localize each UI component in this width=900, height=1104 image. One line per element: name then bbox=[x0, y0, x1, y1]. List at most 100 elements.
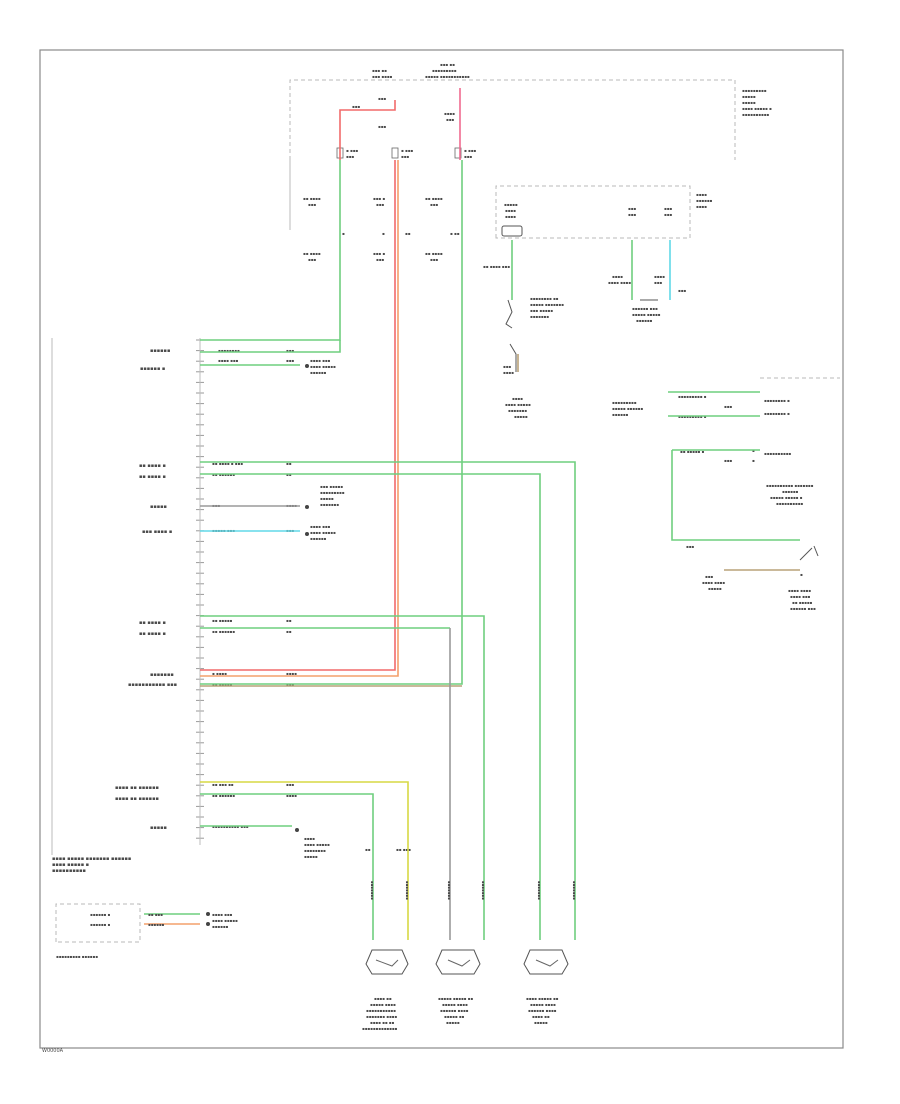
svg-text:▪▪▪▪▪▪▪: ▪▪▪▪▪▪▪ bbox=[536, 881, 541, 900]
svg-text:▪▪▪▪▪▪▪▪▪: ▪▪▪▪▪▪▪▪▪ bbox=[432, 68, 457, 73]
left-front-sensor bbox=[523, 949, 569, 975]
svg-text:▪▪▪▪▪▪▪: ▪▪▪▪▪▪▪ bbox=[530, 314, 549, 319]
svg-text:▪▪ ▪▪▪ ▪▪: ▪▪ ▪▪▪ ▪▪ bbox=[212, 782, 234, 787]
svg-text:▪▪▪▪ ▪▪▪: ▪▪▪▪ ▪▪▪ bbox=[310, 524, 331, 529]
svg-text:▪▪▪▪▪ ▪▪▪▪: ▪▪▪▪▪ ▪▪▪▪ bbox=[370, 1002, 396, 1007]
svg-text:▪▪ ▪▪▪▪: ▪▪ ▪▪▪▪ bbox=[425, 251, 443, 256]
svg-text:▪▪▪▪▪▪: ▪▪▪▪▪▪ bbox=[612, 412, 629, 417]
svg-text:▪▪▪▪▪: ▪▪▪▪▪ bbox=[708, 586, 722, 591]
svg-text:▪▪▪▪▪: ▪▪▪▪▪ bbox=[534, 1020, 548, 1025]
upper-wire-labels: ▪▪ ▪▪▪▪ ▪▪▪ ▪▪▪ ▪ ▪▪▪ ▪▪ ▪▪▪▪ ▪▪▪ ▪▪ ▪▪▪… bbox=[303, 196, 460, 262]
svg-text:▪▪ ▪▪▪: ▪▪ ▪▪▪ bbox=[396, 847, 411, 852]
svg-text:▪▪▪: ▪▪▪ bbox=[446, 117, 454, 122]
svg-text:▪▪▪: ▪▪▪ bbox=[430, 257, 438, 262]
svg-text:▪▪▪▪ ▪▪▪▪: ▪▪▪▪ ▪▪▪▪ bbox=[788, 588, 811, 593]
svg-text:▪▪▪: ▪▪▪ bbox=[352, 104, 360, 109]
svg-text:▪▪: ▪▪ bbox=[286, 461, 292, 466]
svg-text:▪▪▪: ▪▪▪ bbox=[628, 212, 636, 217]
svg-text:▪▪▪: ▪▪▪ bbox=[308, 202, 316, 207]
svg-text:▪▪▪: ▪▪▪ bbox=[664, 206, 672, 211]
svg-text:▪▪▪▪: ▪▪▪▪ bbox=[286, 671, 297, 676]
svg-text:▪▪▪▪ ▪▪▪▪: ▪▪▪▪ ▪▪▪▪ bbox=[702, 580, 725, 585]
svg-text:▪▪▪▪▪: ▪▪▪▪▪ bbox=[320, 496, 334, 501]
svg-text:▪▪▪▪▪▪ ▪: ▪▪▪▪▪▪ ▪ bbox=[140, 366, 165, 372]
svg-text:▪▪▪▪ ▪▪▪: ▪▪▪▪ ▪▪▪ bbox=[212, 912, 233, 917]
svg-text:▪▪▪▪▪▪: ▪▪▪▪▪▪ bbox=[212, 924, 229, 929]
svg-text:▪▪▪▪▪▪▪▪▪▪: ▪▪▪▪▪▪▪▪▪▪ bbox=[742, 112, 769, 117]
svg-text:▪▪▪▪ ▪▪▪▪▪: ▪▪▪▪ ▪▪▪▪▪ bbox=[505, 402, 531, 407]
svg-text:▪▪▪▪▪▪ ▪▪▪▪: ▪▪▪▪▪▪ ▪▪▪▪ bbox=[440, 1008, 469, 1013]
svg-text:▪▪: ▪▪ bbox=[405, 231, 411, 236]
svg-text:▪▪▪▪▪▪▪▪ ▪: ▪▪▪▪▪▪▪▪ ▪ bbox=[764, 398, 790, 403]
svg-text:▪▪ ▪▪▪▪▪▪: ▪▪ ▪▪▪▪▪▪ bbox=[212, 629, 235, 634]
svg-text:▪▪▪▪▪ ▪▪▪▪▪▪▪▪▪▪▪: ▪▪▪▪▪ ▪▪▪▪▪▪▪▪▪▪▪ bbox=[425, 74, 470, 79]
svg-text:▪▪▪ ▪: ▪▪▪ ▪ bbox=[373, 196, 385, 201]
svg-text:▪▪▪▪▪▪ ▪▪▪: ▪▪▪▪▪▪ ▪▪▪ bbox=[790, 606, 816, 611]
svg-text:▪▪▪ ▪▪▪▪▪: ▪▪▪ ▪▪▪▪▪ bbox=[530, 308, 553, 313]
wire-green-cluster-1 bbox=[200, 461, 576, 940]
svg-text:▪▪▪▪▪: ▪▪▪▪▪ bbox=[304, 854, 318, 859]
wire-green-rear bbox=[200, 793, 374, 940]
svg-text:▪▪▪ ▪▪: ▪▪▪ ▪▪ bbox=[372, 68, 387, 73]
svg-text:▪▪▪▪: ▪▪▪▪ bbox=[654, 274, 665, 279]
svg-text:▪▪▪▪ ▪▪▪▪▪ ▪: ▪▪▪▪ ▪▪▪▪▪ ▪ bbox=[52, 862, 89, 868]
svg-text:▪▪▪▪ ▪▪▪▪▪ ▪: ▪▪▪▪ ▪▪▪▪▪ ▪ bbox=[742, 106, 772, 111]
svg-text:▪▪▪▪ ▪▪▪: ▪▪▪▪ ▪▪▪ bbox=[310, 358, 331, 363]
svg-text:▪▪ ▪▪▪▪ ▪ ▪▪▪: ▪▪ ▪▪▪▪ ▪ ▪▪▪ bbox=[212, 461, 243, 466]
svg-text:▪▪▪▪▪▪: ▪▪▪▪▪▪ bbox=[782, 489, 799, 494]
svg-text:▪▪▪▪▪▪▪▪: ▪▪▪▪▪▪▪▪ bbox=[304, 848, 326, 853]
smart-junction-module: ▪▪▪▪▪ ▪▪▪▪ ▪▪▪▪ ▪▪▪▪ ▪▪▪▪▪▪ ▪▪▪▪ ▪▪▪ ▪▪▪… bbox=[483, 185, 713, 419]
svg-text:▪▪ ▪▪▪: ▪▪ ▪▪▪ bbox=[148, 912, 163, 917]
svg-text:▪ ▪▪▪▪: ▪ ▪▪▪▪ bbox=[212, 671, 227, 676]
svg-text:▪▪▪▪▪▪: ▪▪▪▪▪▪ bbox=[636, 318, 653, 323]
svg-text:▪▪▪▪▪▪▪▪▪▪▪▪▪: ▪▪▪▪▪▪▪▪▪▪▪▪▪ bbox=[362, 1026, 398, 1031]
svg-text:▪: ▪ bbox=[382, 231, 385, 236]
svg-text:▪▪▪▪: ▪▪▪▪ bbox=[696, 204, 707, 209]
svg-text:▪▪▪▪▪▪▪: ▪▪▪▪▪▪▪ bbox=[446, 881, 451, 900]
svg-text:▪▪▪▪▪: ▪▪▪▪▪ bbox=[742, 100, 756, 105]
svg-text:▪: ▪ bbox=[342, 231, 345, 236]
svg-text:▪▪▪▪▪: ▪▪▪▪▪ bbox=[446, 1020, 460, 1025]
ground-points bbox=[206, 364, 309, 926]
svg-text:▪▪▪▪▪▪▪▪▪▪ ▪▪▪▪▪▪▪: ▪▪▪▪▪▪▪▪▪▪ ▪▪▪▪▪▪▪ bbox=[766, 483, 814, 488]
svg-text:▪▪▪▪: ▪▪▪▪ bbox=[696, 192, 707, 197]
svg-text:▪▪▪▪ ▪▪▪▪▪: ▪▪▪▪ ▪▪▪▪▪ bbox=[310, 530, 336, 535]
svg-text:▪▪ ▪▪▪▪ ▪: ▪▪ ▪▪▪▪ ▪ bbox=[139, 620, 166, 626]
svg-text:▪▪▪▪▪ ▪▪▪▪: ▪▪▪▪▪ ▪▪▪▪ bbox=[530, 1002, 556, 1007]
wire-orange-main bbox=[200, 160, 399, 677]
svg-text:▪▪▪▪▪▪▪ ▪▪▪▪: ▪▪▪▪▪▪▪ ▪▪▪▪ bbox=[366, 1014, 397, 1019]
svg-text:▪▪▪▪▪▪ ▪▪▪▪: ▪▪▪▪▪▪ ▪▪▪▪ bbox=[528, 1008, 557, 1013]
svg-text:▪: ▪ bbox=[752, 458, 755, 463]
svg-text:▪▪▪▪▪▪▪: ▪▪▪▪▪▪▪ bbox=[320, 502, 339, 507]
svg-text:▪▪▪▪▪▪▪▪▪ ▪▪▪▪▪▪: ▪▪▪▪▪▪▪▪▪ ▪▪▪▪▪▪ bbox=[56, 954, 98, 959]
wire-green-cluster-2 bbox=[200, 473, 541, 940]
svg-text:▪▪▪▪▪▪▪▪▪▪: ▪▪▪▪▪▪▪▪▪▪ bbox=[776, 501, 803, 506]
svg-text:▪▪▪▪▪: ▪▪▪▪▪ bbox=[150, 504, 167, 510]
svg-text:▪▪▪▪▪▪▪▪▪▪▪ ▪▪▪: ▪▪▪▪▪▪▪▪▪▪▪ ▪▪▪ bbox=[128, 682, 177, 688]
svg-text:▪▪▪▪▪▪▪: ▪▪▪▪▪▪▪ bbox=[480, 881, 485, 900]
svg-text:▪▪ ▪▪▪▪ ▪: ▪▪ ▪▪▪▪ ▪ bbox=[139, 631, 166, 637]
svg-text:▪▪▪▪▪▪▪▪▪: ▪▪▪▪▪▪▪▪▪ bbox=[612, 400, 637, 405]
svg-text:▪ ▪▪▪: ▪ ▪▪▪ bbox=[464, 148, 476, 153]
svg-text:▪▪▪▪: ▪▪▪▪ bbox=[304, 836, 315, 841]
svg-text:▪▪▪▪▪▪: ▪▪▪▪▪▪ bbox=[150, 348, 170, 354]
svg-text:▪▪ ▪▪▪▪ ▪: ▪▪ ▪▪▪▪ ▪ bbox=[139, 474, 166, 480]
wire-green-feed bbox=[200, 160, 341, 341]
svg-text:▪▪▪▪▪▪: ▪▪▪▪▪▪ bbox=[310, 536, 327, 541]
wire-green-feed-lower bbox=[200, 340, 341, 353]
svg-text:▪▪▪▪▪ ▪▪▪▪: ▪▪▪▪▪ ▪▪▪▪ bbox=[442, 1002, 468, 1007]
svg-text:▪▪▪▪▪▪▪: ▪▪▪▪▪▪▪ bbox=[571, 881, 576, 900]
svg-text:▪▪▪▪ ▪▪▪: ▪▪▪▪ ▪▪▪ bbox=[790, 594, 811, 599]
wire-green-sens-1 bbox=[200, 615, 485, 940]
svg-text:▪▪▪▪: ▪▪▪▪ bbox=[612, 274, 623, 279]
svg-text:▪▪▪▪▪▪▪: ▪▪▪▪▪▪▪ bbox=[404, 881, 409, 900]
svg-text:▪▪▪: ▪▪▪ bbox=[628, 206, 636, 211]
svg-text:▪▪▪▪: ▪▪▪▪ bbox=[444, 111, 455, 116]
svg-text:▪▪▪: ▪▪▪ bbox=[724, 458, 732, 463]
svg-text:▪▪▪: ▪▪▪ bbox=[286, 348, 294, 353]
svg-text:▪▪: ▪▪ bbox=[286, 629, 292, 634]
right-connectors: ▪▪▪▪ ▪▪▪▪ ▪▪▪▪ ▪▪▪▪ ▪▪▪ ▪▪▪ ▪▪▪▪▪▪ ▪▪▪ ▪… bbox=[608, 274, 840, 611]
svg-text:▪▪▪▪▪ ▪▪▪▪▪ ▪: ▪▪▪▪▪ ▪▪▪▪▪ ▪ bbox=[770, 495, 803, 500]
svg-text:▪▪▪▪▪▪▪▪ ▪▪: ▪▪▪▪▪▪▪▪ ▪▪ bbox=[530, 296, 559, 301]
